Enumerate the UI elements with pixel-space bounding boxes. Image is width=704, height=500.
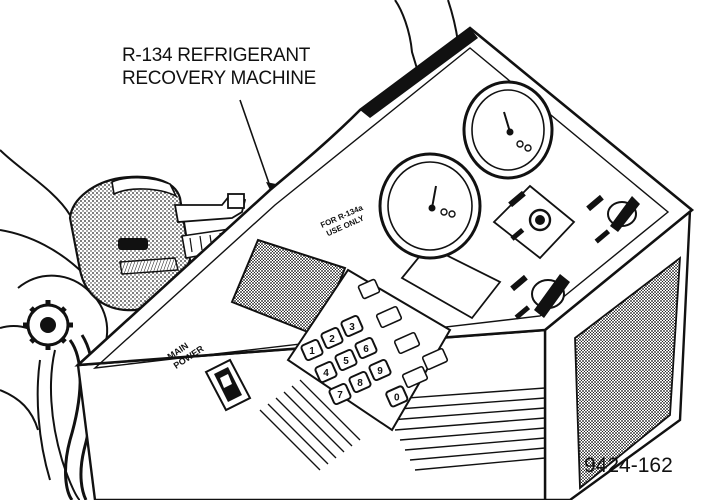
keypad-key-label: 4 bbox=[323, 368, 329, 379]
keypad-key-label: 6 bbox=[363, 344, 369, 355]
valve-knob-lower[interactable] bbox=[510, 274, 570, 320]
keypad-key-label: 5 bbox=[343, 356, 349, 367]
keypad-key-2[interactable]: 2 bbox=[320, 326, 344, 350]
function-key-1[interactable] bbox=[357, 278, 381, 300]
function-key-5[interactable] bbox=[401, 365, 429, 389]
keypad-key-label: 1 bbox=[309, 346, 315, 357]
display-window bbox=[230, 238, 347, 338]
function-key-2[interactable] bbox=[375, 305, 403, 329]
keypad-key-7[interactable]: 7 bbox=[328, 382, 352, 406]
function-keys bbox=[357, 278, 449, 389]
keypad-key-label: 2 bbox=[329, 334, 335, 345]
callout-line-1: R-134 REFRIGERANT bbox=[122, 45, 311, 66]
machine-callout: R-134 REFRIGERANT RECOVERY MACHINE bbox=[122, 44, 362, 90]
figure-number: 9424-162 bbox=[584, 454, 673, 477]
keypad-key-9[interactable]: 9 bbox=[368, 358, 392, 382]
keypad-key-0[interactable]: 0 bbox=[385, 385, 409, 408]
keypad-key-6[interactable]: 6 bbox=[354, 336, 378, 360]
pressure-gauge-high bbox=[462, 80, 554, 180]
indicator-module bbox=[492, 184, 576, 260]
pressure-gauge-low bbox=[378, 152, 482, 260]
callout-leader-line bbox=[239, 99, 273, 193]
main-power-switch[interactable] bbox=[204, 358, 252, 412]
keypad-key-3[interactable]: 3 bbox=[340, 314, 364, 338]
function-key-4[interactable] bbox=[421, 347, 449, 371]
keypad: 1 2 3 4 5 6 7 8 9 0 bbox=[286, 268, 452, 432]
keypad-key-8[interactable]: 8 bbox=[348, 370, 372, 394]
keypad-key-label: 8 bbox=[357, 378, 363, 389]
keypad-key-1[interactable]: 1 bbox=[300, 338, 324, 362]
keypad-keys: 1 2 3 4 5 6 7 8 9 0 bbox=[300, 314, 409, 408]
keypad-key-label: 9 bbox=[377, 366, 383, 377]
callout-line-2: RECOVERY MACHINE bbox=[122, 68, 317, 89]
keypad-key-4[interactable]: 4 bbox=[314, 360, 338, 384]
keypad-key-label: 7 bbox=[337, 390, 343, 401]
keypad-key-label: 3 bbox=[349, 322, 355, 333]
valve-knob-upper[interactable] bbox=[586, 194, 640, 244]
vent-slots bbox=[259, 379, 361, 471]
gear-icon bbox=[23, 300, 73, 350]
function-key-3[interactable] bbox=[393, 331, 421, 355]
keypad-key-5[interactable]: 5 bbox=[334, 348, 358, 372]
keypad-key-label: 0 bbox=[394, 392, 400, 403]
